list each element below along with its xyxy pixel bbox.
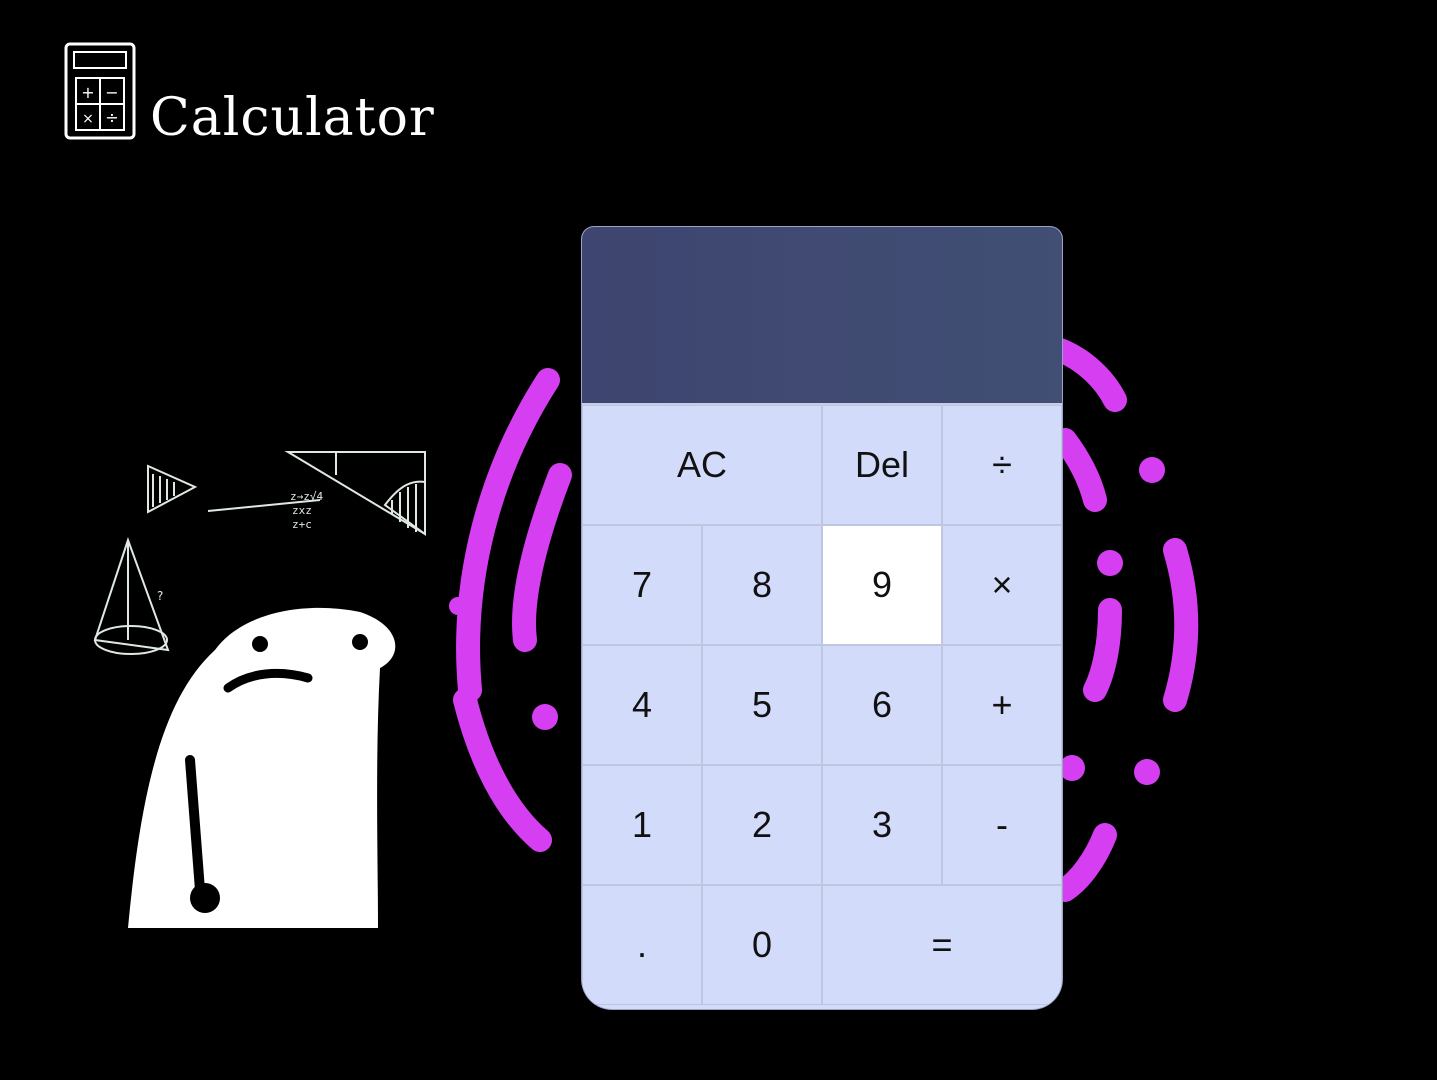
svg-text:?: ?: [157, 589, 163, 603]
svg-text:z+c: z+c: [292, 518, 312, 531]
svg-text:÷: ÷: [105, 108, 118, 127]
calculator-panel: AC Del ÷ 7 8 9 × 4 5 6 + 1 2 3 - . 0 =: [582, 227, 1062, 1009]
svg-text:z→z√4: z→z√4: [290, 490, 323, 503]
digit-3-button[interactable]: 3: [822, 765, 942, 885]
svg-text:zxz: zxz: [292, 504, 312, 517]
digit-9-button[interactable]: 9: [822, 525, 942, 645]
all-clear-button[interactable]: AC: [582, 405, 822, 525]
divide-button[interactable]: ÷: [942, 405, 1062, 525]
plus-button[interactable]: +: [942, 645, 1062, 765]
digit-7-button[interactable]: 7: [582, 525, 702, 645]
keypad: AC Del ÷ 7 8 9 × 4 5 6 + 1 2 3 - . 0 =: [582, 405, 1062, 1005]
digit-1-button[interactable]: 1: [582, 765, 702, 885]
math-doodles-illustration: z→z√4 zxz z+c ?: [93, 451, 426, 655]
decimal-button[interactable]: .: [582, 885, 702, 1005]
calculator-display: [582, 227, 1062, 405]
delete-button[interactable]: Del: [822, 405, 942, 525]
svg-text:−: −: [105, 83, 118, 102]
digit-5-button[interactable]: 5: [702, 645, 822, 765]
minus-button[interactable]: -: [942, 765, 1062, 885]
blob-character-illustration: [128, 607, 396, 928]
digit-2-button[interactable]: 2: [702, 765, 822, 885]
digit-8-button[interactable]: 8: [702, 525, 822, 645]
equals-button[interactable]: =: [822, 885, 1062, 1005]
app-title: Calculator: [150, 88, 435, 148]
calculator-icon: + − × ÷: [64, 42, 136, 140]
svg-text:+: +: [81, 83, 94, 102]
digit-0-button[interactable]: 0: [702, 885, 822, 1005]
svg-text:×: ×: [82, 111, 94, 127]
multiply-button[interactable]: ×: [942, 525, 1062, 645]
digit-6-button[interactable]: 6: [822, 645, 942, 765]
app-header: + − × ÷ Calculator: [64, 42, 435, 148]
digit-4-button[interactable]: 4: [582, 645, 702, 765]
